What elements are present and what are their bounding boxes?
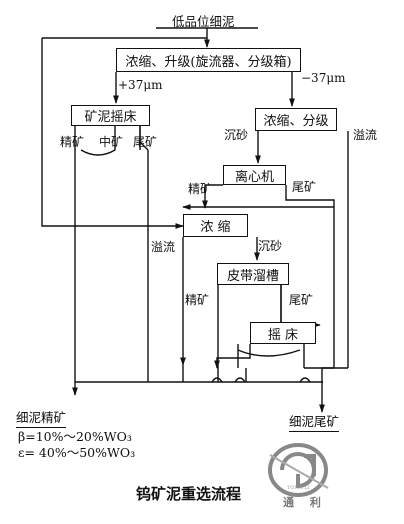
- sand-label: 沉砂: [224, 128, 249, 142]
- overflow2-label: 溢流: [151, 240, 176, 254]
- fine-tail-label: 细泥尾矿: [289, 411, 340, 432]
- minus37-label: −37μm: [301, 71, 346, 85]
- slime-conc-label: 精矿: [60, 135, 85, 149]
- centrifuge-conc-label: 精矿: [188, 182, 213, 196]
- sluice-conc-label: 精矿: [185, 293, 210, 307]
- fine-conc-label: 细泥精矿: [16, 407, 67, 428]
- logo-small-text: TONG LI: [287, 485, 310, 491]
- recovery-label: ε= 40%～50%WO₃: [18, 445, 136, 460]
- slime-middling-label: 中矿: [99, 135, 124, 149]
- logo-text: 通 利: [283, 496, 327, 509]
- middling-return: [80, 138, 116, 156]
- tail-output-arrow: [319, 367, 334, 413]
- centrifuge-box: 离心机: [223, 165, 286, 185]
- slime-table-label: 矿泥摇床: [84, 110, 137, 125]
- classify-box: 浓缩、升级(旋流器、分级箱): [116, 48, 301, 72]
- shaking-table-label: 摇 床: [267, 327, 299, 343]
- sluice-tail-label: 尾矿: [289, 293, 314, 307]
- hop-2: [234, 377, 246, 383]
- slime-tail-bend: [139, 126, 149, 151]
- input-label: 低品位细泥: [172, 14, 235, 29]
- table-conc-line: [214, 344, 251, 369]
- slime-tail-label: 尾矿: [133, 135, 158, 149]
- thicken-classify-label: 浓缩、分级: [263, 114, 329, 129]
- overflow-label: 溢流: [353, 128, 378, 142]
- table-arc: [237, 349, 301, 357]
- grade-label: β=10%～20%WO₃: [18, 429, 132, 444]
- recycle-left-line: [41, 38, 184, 229]
- belt-sluice-box: 皮带溜槽: [217, 263, 289, 285]
- thicken-box: 浓 缩: [183, 214, 248, 237]
- hop-1: [211, 377, 223, 383]
- plus37-label: +37μm: [118, 78, 163, 92]
- diagram-caption: 钨矿泥重选流程: [136, 485, 242, 503]
- centrifuge-tail-label: 尾矿: [292, 180, 317, 194]
- hop-3: [299, 377, 311, 383]
- thicken-classify-box: 浓缩、分级: [255, 108, 337, 131]
- shaking-table-box: 摇 床: [250, 322, 316, 344]
- sand2-label: 沉砂: [258, 239, 283, 253]
- slime-table-box: 矿泥摇床: [71, 105, 150, 126]
- centrifuge-conc-line: [202, 184, 223, 209]
- centrifuge-label: 离心机: [234, 169, 274, 185]
- classify-label: 浓缩、升级(旋流器、分级箱): [125, 54, 292, 70]
- tongli-logo: [268, 443, 329, 497]
- centrifuge-tail-line: [285, 185, 335, 368]
- thicken-label: 浓 缩: [200, 220, 231, 235]
- belt-sluice-label: 皮带溜槽: [226, 268, 279, 284]
